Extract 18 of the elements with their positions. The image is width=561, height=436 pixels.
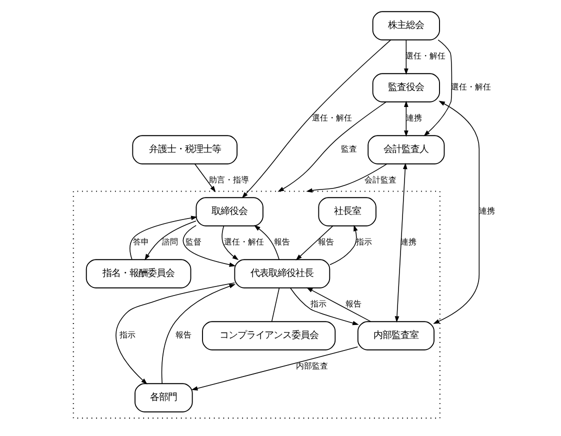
- edge-label: 監督: [184, 238, 201, 247]
- edge-label: 報告: [174, 330, 191, 340]
- edge-label: 指示: [355, 238, 372, 247]
- edge-label: 連携: [406, 114, 422, 123]
- edge-label: 監査: [340, 144, 356, 154]
- edge-label: 指示: [310, 300, 326, 309]
- edge-label: 助言・指導: [208, 176, 249, 185]
- edge-label: 連携: [478, 206, 495, 216]
- edge-label: 報告: [345, 300, 362, 309]
- edge-label: 報告: [274, 238, 290, 247]
- edge-label: 選任・解任: [312, 114, 352, 123]
- edge-label: 指示: [119, 330, 136, 340]
- edge-label: 答申: [132, 238, 148, 247]
- edge-label: 報告: [318, 238, 334, 247]
- edge-label: 選任・解任: [224, 238, 264, 247]
- edge-label: 会計監査: [364, 176, 396, 185]
- edge-label: 内部監査: [296, 362, 328, 371]
- edge-label: 諮問: [161, 238, 178, 247]
